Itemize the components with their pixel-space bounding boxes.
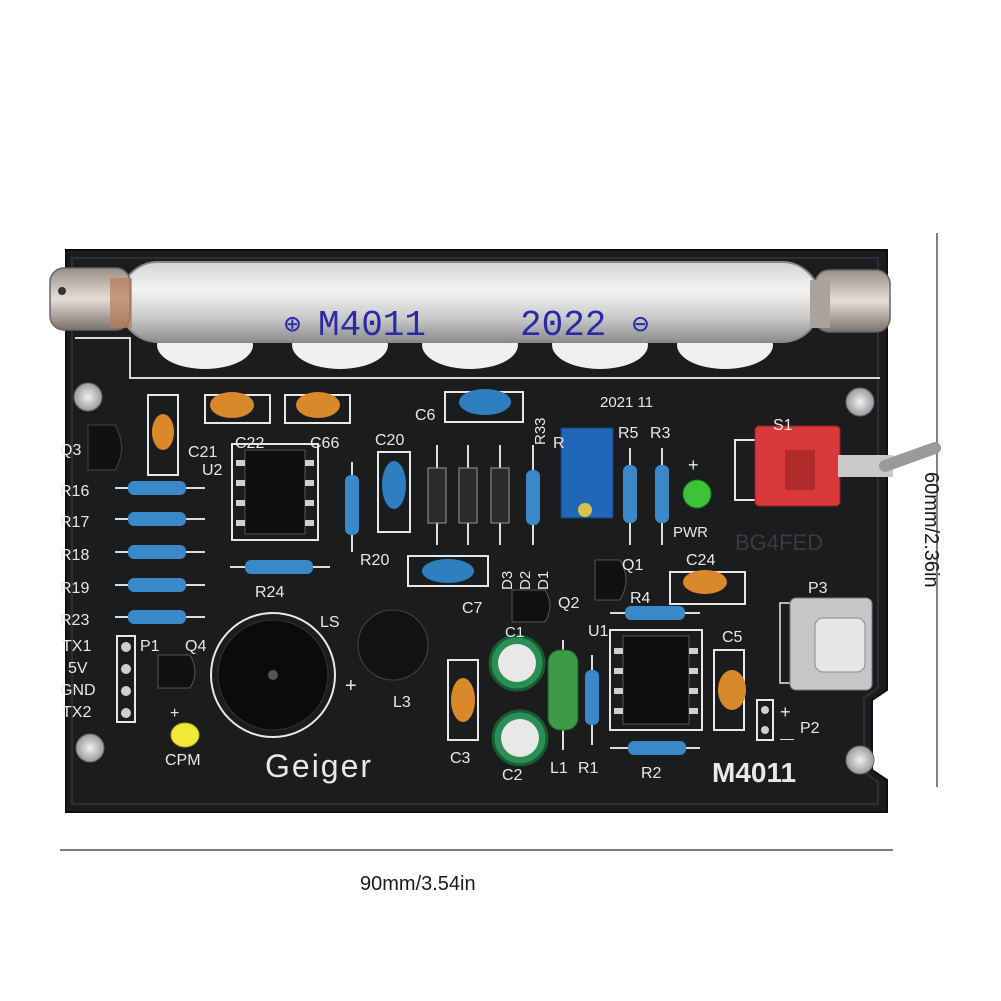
tube-silkscreen-outline (75, 337, 880, 379)
transistor-q1 (594, 559, 627, 601)
label-c24: C24 (686, 552, 715, 569)
label-q1: Q1 (622, 557, 643, 574)
label-r18: R18 (60, 547, 89, 564)
transistor-q4 (157, 654, 196, 689)
ic-u2 (244, 449, 306, 535)
label-r33: R33 (532, 417, 549, 445)
capacitor-small (152, 414, 174, 450)
led-cpm (170, 722, 200, 748)
label-c1: C1 (505, 624, 524, 641)
toggle-switch-s1 (754, 425, 941, 507)
label-q4: Q4 (185, 638, 206, 655)
label-5v: 5V (68, 660, 88, 677)
label-d3: D3 (499, 571, 516, 590)
label-u2: U2 (202, 462, 223, 479)
label-c7: C7 (462, 600, 483, 617)
label-r5: R5 (618, 425, 639, 442)
label-cpm: CPM (165, 752, 201, 769)
label-d1: D1 (535, 571, 552, 590)
label-r16: R16 (60, 483, 89, 500)
board-model: M4011 (712, 757, 796, 788)
transistor-q3 (87, 424, 122, 471)
tube-marking-year: 2022 (520, 305, 606, 346)
tube-marking-minus: ⊖ (632, 311, 649, 342)
label-p3: P3 (808, 580, 828, 597)
transistor-q2 (511, 589, 551, 623)
label-c20: C20 (375, 432, 404, 449)
resistor-r5 (623, 465, 637, 523)
capacitor-c6 (459, 389, 511, 415)
label-l3: L3 (393, 694, 411, 711)
label-tx2: TX2 (62, 704, 91, 721)
label-r3: R3 (650, 425, 671, 442)
inductor-l1 (547, 649, 579, 731)
width-dimension-label: 90mm/3.54in (360, 873, 476, 895)
header-p2 (756, 699, 774, 741)
label-ls: LS (320, 614, 340, 631)
resistor-r1 (585, 670, 599, 725)
label-l1: L1 (550, 760, 568, 777)
geiger-tube (49, 261, 891, 343)
height-dimension-label: 60mm/2.36in (920, 472, 942, 588)
label-p1: P1 (140, 638, 160, 655)
capacitor-c24 (683, 570, 727, 594)
header-p1 (116, 635, 136, 723)
label-c21: C21 (188, 444, 217, 461)
diodes (427, 445, 540, 545)
inductor-l3 (357, 609, 429, 681)
label-r17: R17 (60, 514, 89, 531)
resistor-column (115, 481, 205, 624)
label-r2: R2 (641, 765, 662, 782)
label-minus-p2: — (780, 730, 794, 746)
watermark-bg4fed: BG4FED (735, 530, 823, 555)
label-c3: C3 (450, 750, 471, 767)
label-tx1: TX1 (62, 638, 91, 655)
trimmer-pot (560, 427, 614, 519)
capacitor-c5 (718, 670, 746, 710)
ic-u1 (622, 635, 690, 725)
label-c5: C5 (722, 629, 743, 646)
label-r19: R19 (60, 580, 89, 597)
label-pwr: PWR (673, 524, 708, 541)
tube-marking-model: M4011 (318, 305, 426, 346)
capacitor-c7 (422, 559, 474, 583)
label-u1: U1 (588, 623, 609, 640)
label-r-trim: R (553, 435, 565, 452)
label-c6: C6 (415, 407, 436, 424)
label-r24: R24 (255, 584, 284, 601)
tube-marking-plus: ⊕ (284, 311, 301, 342)
label-r1: R1 (578, 760, 599, 777)
board-date: 2021 11 (600, 394, 653, 411)
label-plus-ls: + (345, 675, 357, 697)
label-plus-pwr: + (688, 455, 699, 475)
label-plus-p2: + (780, 702, 791, 722)
resistor-r24 (245, 560, 313, 574)
resistor-r3 (655, 465, 669, 523)
led-pwr (682, 479, 712, 509)
resistor-r2 (628, 741, 686, 755)
label-q2: Q2 (558, 595, 579, 612)
screw-icon (73, 382, 875, 775)
label-q3: Q3 (60, 442, 81, 459)
capacitor-c66 (296, 392, 340, 418)
resistor-r20 (345, 475, 359, 535)
label-gnd: GND (60, 682, 96, 699)
capacitor-c21 (210, 392, 254, 418)
label-c2: C2 (502, 767, 523, 784)
resistor-r4 (625, 606, 685, 620)
capacitor-c3 (451, 678, 475, 722)
label-r4: R4 (630, 590, 651, 607)
label-r20: R20 (360, 552, 389, 569)
label-s1: S1 (773, 417, 793, 434)
board-title: Geiger (265, 748, 373, 784)
label-p2: P2 (800, 720, 820, 737)
label-plus-cpm: + (170, 705, 179, 722)
label-r23: R23 (60, 612, 89, 629)
label-d2: D2 (517, 571, 534, 590)
capacitor-c20 (382, 461, 406, 509)
